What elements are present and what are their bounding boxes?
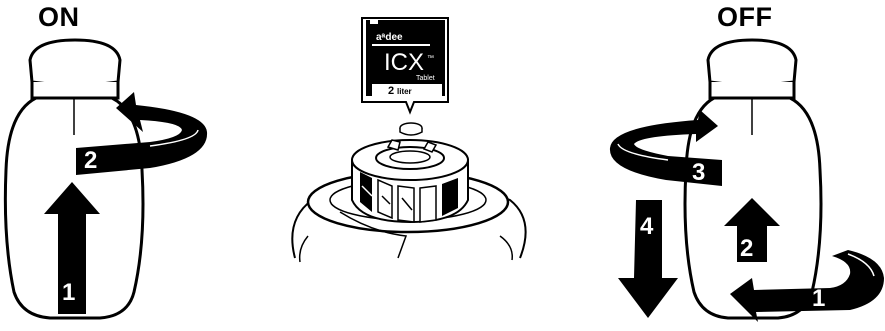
icx-housing bbox=[351, 139, 469, 224]
tablet-packet: aᵃdee ICX ™ Tablet 2 liter bbox=[361, 17, 449, 115]
left-step-1: 1 bbox=[62, 279, 75, 306]
off-label: OFF bbox=[717, 2, 773, 32]
packet-size-number: 2 bbox=[388, 85, 394, 97]
right-down-arrow bbox=[618, 200, 678, 318]
right-up-arrow bbox=[724, 198, 780, 262]
packet-brand: aᵃdee bbox=[376, 32, 403, 43]
right-rotate-arrow-3 bbox=[609, 110, 722, 186]
packet-subtitle: Tablet bbox=[416, 75, 435, 82]
left-container-illustration: 2 1 bbox=[3, 38, 208, 320]
left-rotate-arrow bbox=[76, 92, 208, 175]
right-cap bbox=[706, 38, 798, 87]
right-step-3: 3 bbox=[692, 159, 705, 186]
left-rotate-arrow-highlight bbox=[149, 129, 199, 147]
right-container-illustration: 3 4 2 1 bbox=[609, 38, 884, 322]
left-cap-collar bbox=[30, 82, 120, 100]
right-rotate-arrow-1 bbox=[730, 250, 884, 322]
packet-size-unit: liter bbox=[397, 87, 412, 96]
right-step-2: 2 bbox=[740, 235, 753, 262]
right-cap-collar bbox=[708, 82, 796, 100]
left-up-arrow bbox=[44, 182, 100, 314]
packet-trademark: ™ bbox=[427, 55, 434, 62]
left-step-2: 2 bbox=[84, 147, 97, 174]
packet-product: ICX bbox=[384, 49, 424, 76]
on-label: ON bbox=[38, 2, 80, 32]
right-step-4: 4 bbox=[640, 213, 654, 240]
right-step-1: 1 bbox=[812, 285, 825, 312]
left-cap bbox=[28, 38, 122, 87]
center-tablet-illustration: aᵃdee ICX ™ Tablet 2 liter bbox=[291, 17, 527, 263]
